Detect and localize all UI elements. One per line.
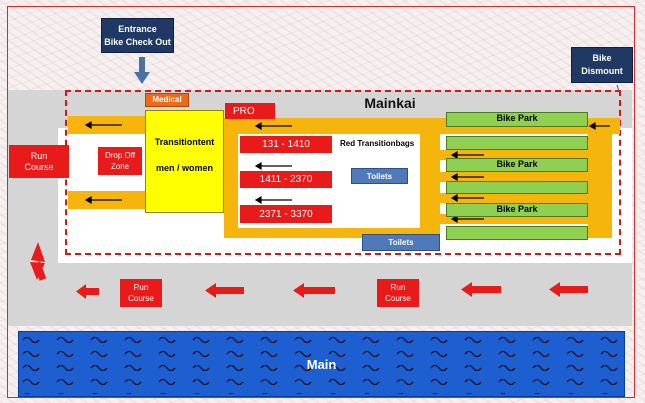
route-bottom <box>224 228 434 238</box>
transition-tent-label-1: Transitiontent <box>154 137 215 147</box>
bag-block-1: 131 - 1410 <box>240 136 332 153</box>
toilets-upper: Toilets <box>351 168 408 184</box>
map-frame <box>7 6 635 398</box>
transition-tent-label-2: men / women <box>155 163 213 173</box>
red-transitionbags-label: Red Transitionbags <box>340 139 415 148</box>
entrance-line-2: Bike Check Out <box>104 36 171 47</box>
run-course-mid: Run Course <box>120 279 162 307</box>
route-left-bottom <box>68 191 146 209</box>
drop-off-line-2: Zone <box>110 162 130 171</box>
bike-park-label: Bike Park <box>496 113 538 123</box>
bag-range-3: 2371 - 3370 <box>259 208 313 220</box>
run-course-mid-line-1: Run <box>133 283 149 292</box>
route-right-column <box>588 118 612 238</box>
drop-off-line-1: Drop Off <box>104 151 136 160</box>
bike-park-rack <box>446 226 588 240</box>
bike-dismount-line-1: Bike <box>592 53 612 63</box>
route-row-3 <box>440 193 600 203</box>
pro-tent: PRO <box>225 103 275 119</box>
bike-park-label: Bike Park <box>496 159 538 169</box>
bike-park-rack <box>446 181 588 194</box>
run-course-mid-line-2: Course <box>128 294 154 303</box>
bike-park-rack <box>446 136 588 150</box>
run-course-right-line-2: Course <box>385 294 411 303</box>
transition-tent: Transitiontent men / women <box>145 110 224 213</box>
pro-label: PRO <box>233 105 255 117</box>
drop-off-zone: Drop Off Zone <box>98 147 142 175</box>
toilets-lower: Toilets <box>362 234 440 251</box>
bike-park-rack: Bike Park <box>446 203 588 217</box>
lower-road <box>8 263 632 326</box>
bike-park-rack: Bike Park <box>446 112 588 127</box>
run-course-left: Run Course <box>9 145 69 178</box>
bag-range-1: 131 - 1410 <box>262 139 310 150</box>
bike-dismount-label: Bike Dismount <box>571 47 633 83</box>
bag-block-2: 1411 - 2370 <box>240 171 332 188</box>
run-course-left-line-2: Course <box>24 161 54 172</box>
route-row-4 <box>440 214 600 224</box>
bike-dismount-line-2: Dismount <box>581 66 623 76</box>
run-course-left-line-1: Run <box>30 150 48 161</box>
entrance-label: Entrance Bike Check Out <box>101 18 174 53</box>
wave-pattern-icon <box>19 336 624 394</box>
route-row-1 <box>440 150 600 160</box>
bike-park-rack: Bike Park <box>446 158 588 172</box>
bag-block-3: 2371 - 3370 <box>240 205 332 223</box>
river-label: Main <box>306 357 337 372</box>
entrance-arrow-icon <box>134 57 150 84</box>
main-river: Main <box>18 331 625 397</box>
route-center-column <box>420 118 440 238</box>
bag-range-2: 1411 - 2370 <box>259 174 313 185</box>
bike-park-label: Bike Park <box>496 204 538 214</box>
run-course-right: Run Course <box>377 279 419 307</box>
run-course-right-line-1: Run <box>390 283 406 292</box>
medical-tent: Medical <box>145 93 189 107</box>
route-left-column <box>224 118 238 238</box>
mainkai-label: Mainkai <box>364 95 416 111</box>
route-row-2 <box>440 172 600 182</box>
entrance-line-1: Entrance <box>118 23 157 34</box>
route-left-top <box>68 116 146 134</box>
